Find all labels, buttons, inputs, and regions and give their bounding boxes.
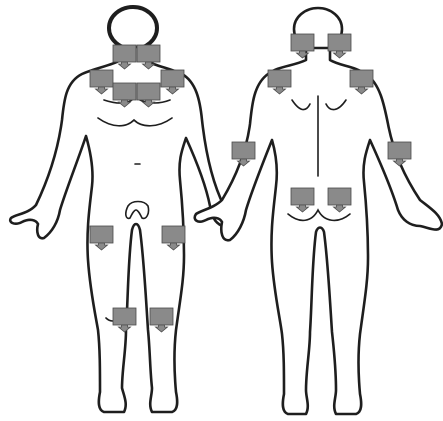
marker-box <box>113 83 136 100</box>
marker-box <box>161 70 184 87</box>
marker-box <box>150 308 173 325</box>
marker-box <box>113 45 136 62</box>
front-view-figure <box>10 7 228 412</box>
marker-box <box>328 188 351 205</box>
marker-box <box>90 70 113 87</box>
marker-box <box>232 142 255 159</box>
marker-box <box>90 226 113 243</box>
marker-box <box>291 188 314 205</box>
marker-box <box>137 83 160 100</box>
back-view-figure <box>195 8 442 414</box>
marker-box <box>268 70 291 87</box>
tender-point-back-neck-right <box>328 34 351 58</box>
marker-box <box>137 45 160 62</box>
marker-box <box>350 70 373 87</box>
marker-box <box>388 142 411 159</box>
marker-box <box>328 34 351 51</box>
marker-box <box>291 34 314 51</box>
front-head <box>109 7 157 49</box>
marker-box <box>113 308 136 325</box>
marker-box <box>162 226 185 243</box>
down-arrow-icon <box>334 51 346 58</box>
